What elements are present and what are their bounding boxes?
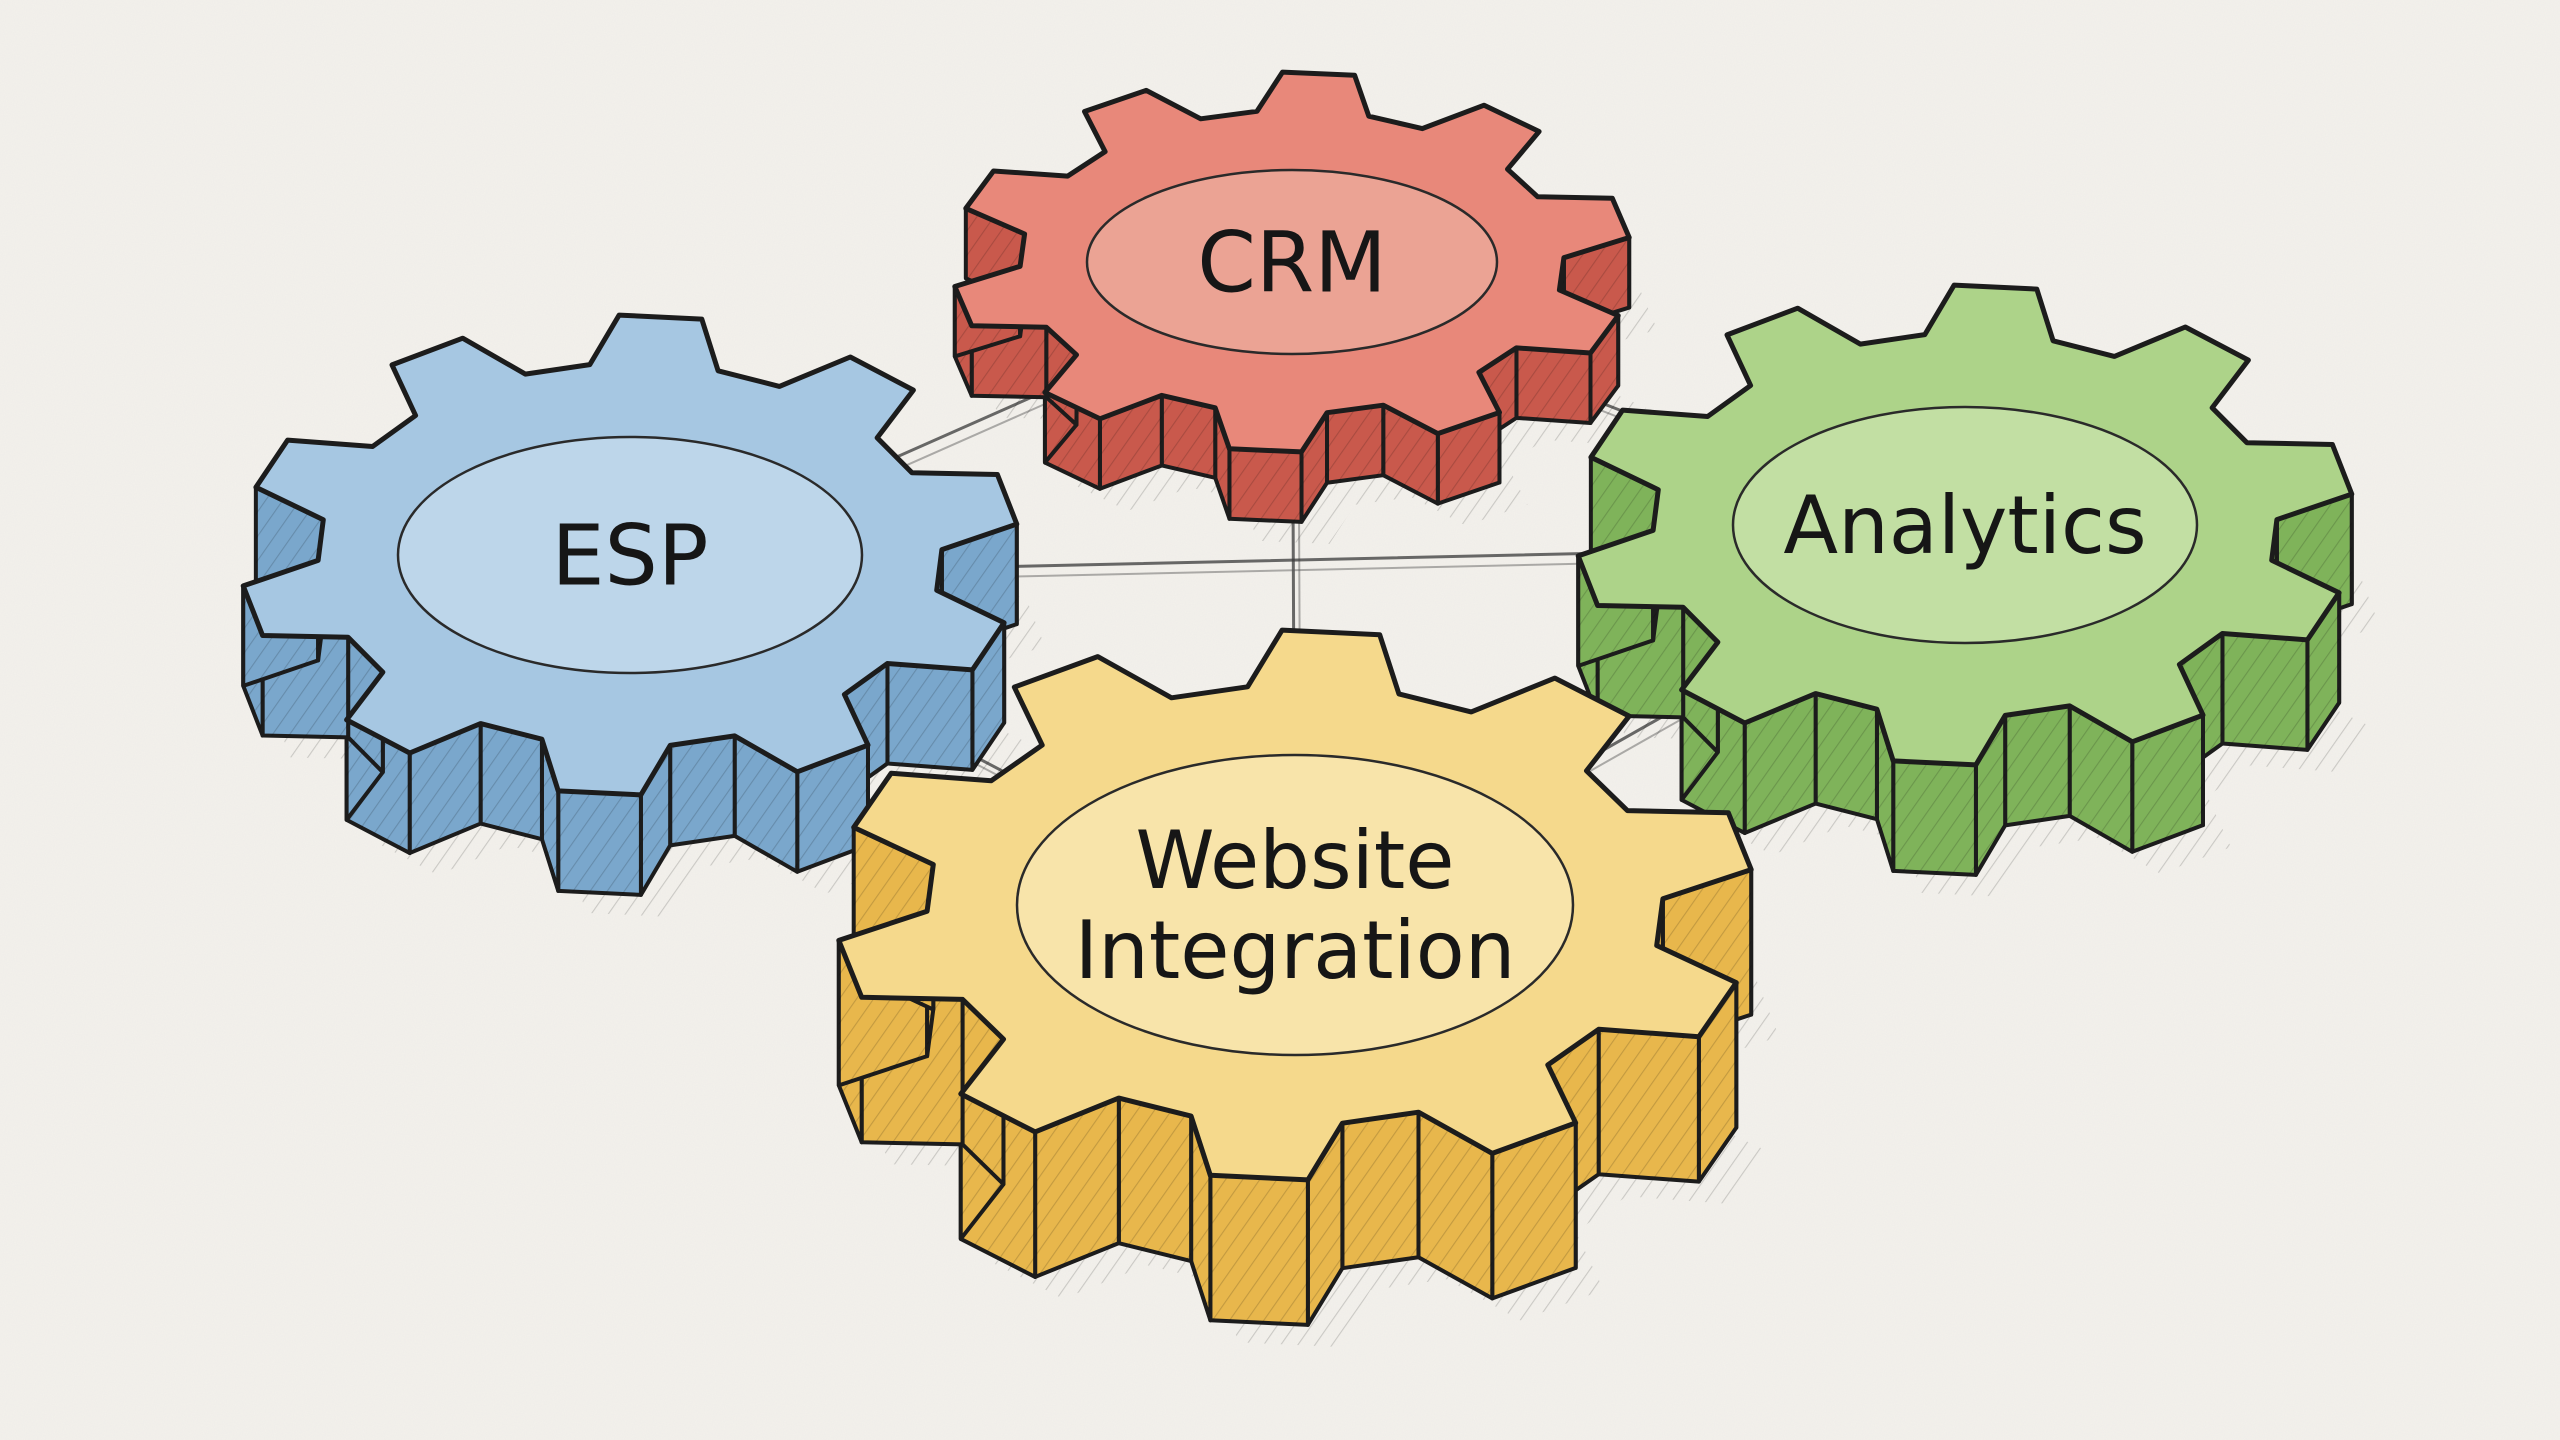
gear-label-esp: ESP [551, 506, 708, 604]
gear-side-hatch [670, 735, 735, 846]
gear-side-hatch [1698, 982, 1737, 1182]
gear-side-hatch [797, 745, 868, 872]
gear-side-hatch [1161, 395, 1216, 478]
gear-label-ellipse [1731, 405, 2199, 645]
gear-side-hatch [1099, 395, 1162, 489]
gear-label-website-integration-line-1: Website [1136, 814, 1455, 907]
gear-label-website-integration-line-2: Integration [1075, 904, 1516, 997]
gear-side-hatch [1383, 405, 1438, 504]
gear-side-hatch [1215, 407, 1230, 519]
gear-crm: CRM [952, 69, 1658, 544]
gear-side-hatch [1229, 448, 1302, 522]
gear-side-hatch [1035, 1098, 1119, 1277]
gear-side-hatch [2069, 705, 2133, 852]
gear-side-hatch [1815, 693, 1877, 820]
gear-side-hatch [541, 739, 559, 891]
gear-side-hatch [1516, 347, 1591, 423]
gear-side-hatch [1590, 315, 1619, 423]
gear-side-hatch [1327, 405, 1384, 483]
gear-label-ellipse [396, 435, 864, 675]
gear-side-hatch [734, 735, 798, 872]
gear-side-hatch [1118, 1098, 1192, 1262]
gear-side-hatch [480, 723, 542, 840]
gear-analytics: Analytics [1575, 282, 2380, 897]
gear-side-hatch [2222, 633, 2308, 750]
gear-side-hatch [2132, 715, 2203, 852]
gear-side-hatch [887, 663, 973, 770]
gear-side-hatch [1744, 693, 1816, 834]
gear-side-hatch [1598, 1029, 1699, 1182]
gear-side-hatch [1342, 1112, 1419, 1269]
gear-side-hatch [1301, 412, 1328, 522]
gear-label-ellipse [1085, 168, 1499, 356]
gear-side-hatch [1307, 1123, 1343, 1325]
gear-side-hatch [1210, 1175, 1308, 1325]
gear-side-hatch [558, 790, 641, 895]
gear-side-hatch [1418, 1112, 1493, 1299]
gear-side-hatch [1893, 760, 1976, 875]
gear-label-ellipse [1015, 753, 1575, 1057]
gear-label-crm: CRM [1197, 213, 1387, 311]
gear-side-hatch [1492, 1122, 1576, 1299]
gear-side-hatch [2005, 705, 2070, 826]
gear-esp: ESP [240, 312, 1045, 917]
gear-side-hatch [1437, 412, 1500, 504]
gear-side-hatch [409, 723, 481, 854]
gear-label-analytics: Analytics [1783, 479, 2146, 572]
